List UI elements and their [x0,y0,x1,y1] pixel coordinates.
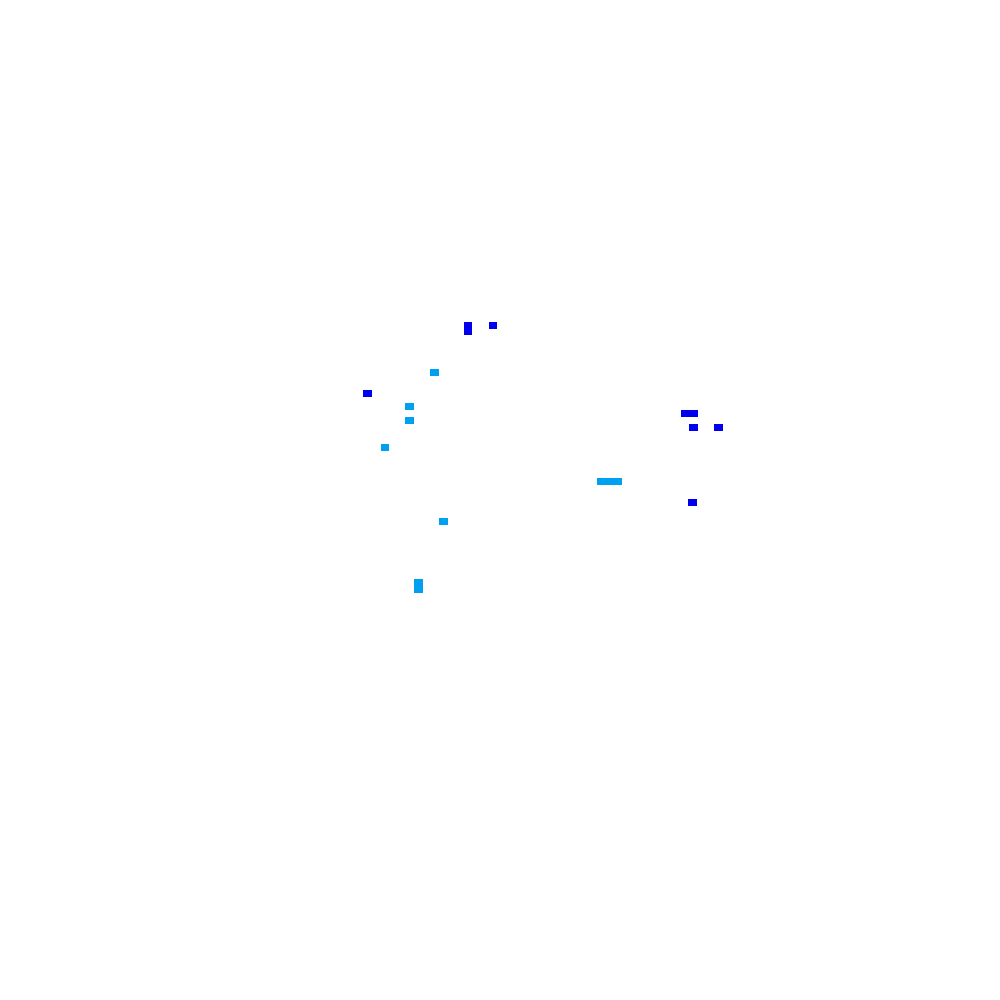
blue-mark-3 [363,390,372,397]
blue-mark-7 [688,499,697,506]
blue-mark-2 [489,322,497,329]
blue-mark-1 [464,322,472,335]
blue-mark-6 [714,424,723,431]
cyan-mark-1 [430,369,439,376]
blue-mark-5 [689,424,698,431]
cyan-mark-6 [439,518,448,525]
cyan-mark-2 [405,403,414,410]
cyan-mark-5 [597,478,622,485]
cyan-mark-3 [405,417,414,424]
cyan-mark-4 [381,444,389,451]
cyan-mark-7 [414,579,423,593]
blue-mark-4 [681,410,698,417]
